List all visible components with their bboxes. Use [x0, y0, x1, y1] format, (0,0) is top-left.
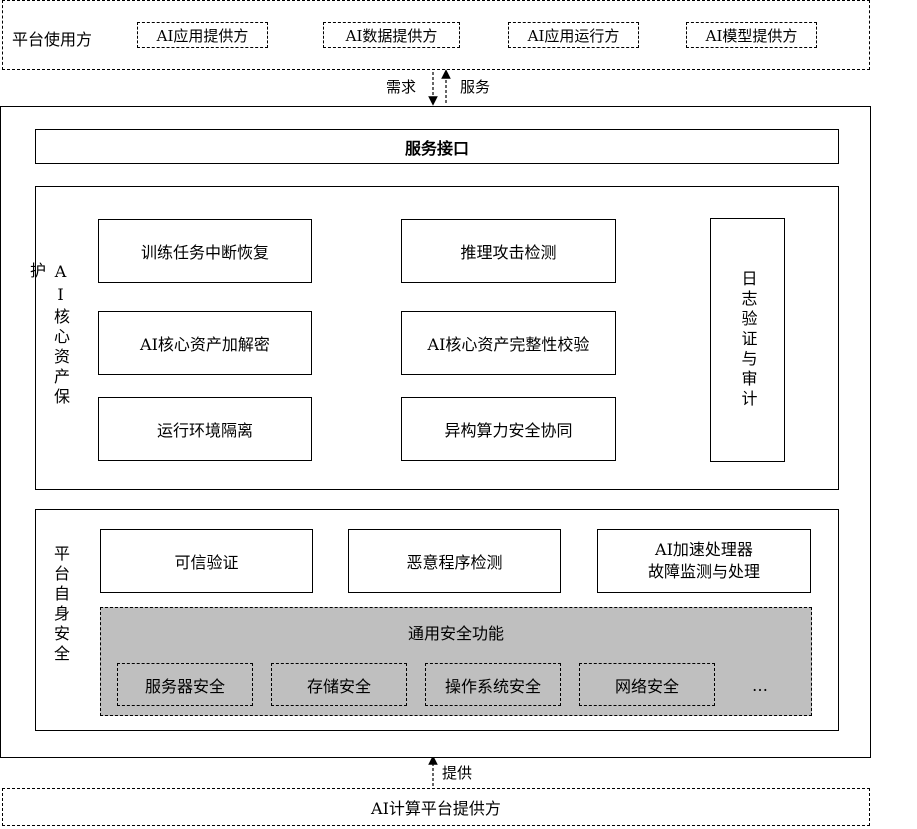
ai-accelerator-box: AI加速处理器 故障监测与处理: [597, 529, 811, 593]
core-item-inference-attack-detection: 推理攻击检测: [401, 219, 616, 283]
provider-ai-app-operator: AI应用运行方: [508, 22, 639, 48]
storage-security-box: 存储安全: [271, 663, 407, 706]
core-item-training-recovery: 训练任务中断恢复: [98, 219, 312, 283]
platform-self-security-label: 平台自身安全: [51, 545, 70, 665]
core-asset-protection-label: AI核心资产保护: [27, 262, 70, 408]
platform-users-box: [2, 0, 870, 70]
malware-detection-box: 恶意程序检测: [348, 529, 561, 593]
server-security-box: 服务器安全: [117, 663, 253, 706]
core-item-heterogeneous-compute: 异构算力安全协同: [401, 397, 616, 461]
more-ellipsis: …: [752, 675, 768, 695]
demand-label: 需求: [386, 78, 417, 96]
core-item-asset-encryption: AI核心资产加解密: [98, 311, 312, 375]
os-security-box: 操作系统安全: [425, 663, 561, 706]
core-item-asset-integrity: AI核心资产完整性校验: [401, 311, 616, 375]
platform-users-label: 平台使用方: [12, 30, 93, 49]
core-item-environment-isolation: 运行环境隔离: [98, 397, 312, 461]
trusted-verification-box: 可信验证: [100, 529, 313, 593]
provider-ai-app: AI应用提供方: [137, 22, 268, 48]
service-interface-box: 服务接口: [35, 129, 839, 164]
log-audit-label: 日志验证与审计: [738, 270, 758, 410]
general-security-title: 通用安全功能: [407, 624, 504, 643]
service-label: 服务: [460, 78, 491, 96]
provider-ai-data: AI数据提供方: [323, 22, 460, 48]
provide-label: 提供: [442, 764, 473, 782]
ai-compute-platform-provider-box: AI计算平台提供方: [2, 788, 870, 826]
ai-accelerator-line1: AI加速处理器: [655, 540, 753, 559]
ai-accelerator-line2: 故障监测与处理: [647, 562, 760, 581]
provider-ai-model: AI模型提供方: [686, 22, 817, 48]
log-audit-box: 日志验证与审计: [710, 218, 785, 462]
general-security-box: [100, 607, 812, 716]
network-security-box: 网络安全: [579, 663, 715, 706]
